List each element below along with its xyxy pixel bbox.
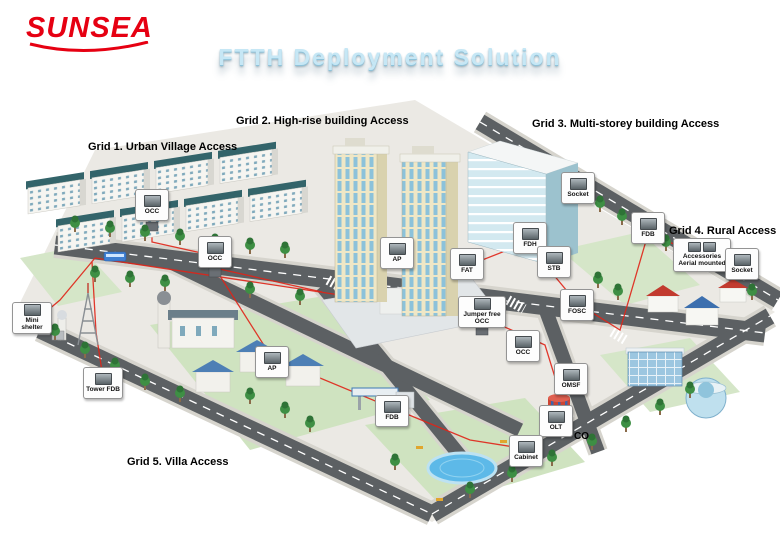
device-photo-icon xyxy=(143,194,161,207)
callout-socket-1: Socket xyxy=(561,172,595,204)
device-photo-icon xyxy=(206,241,224,254)
grid5-label: Grid 5. Villa Access xyxy=(127,456,229,468)
device-photo-icon xyxy=(568,294,586,307)
device-photo-icon xyxy=(458,253,476,266)
grid4-label: Grid 4. Rural Access xyxy=(669,225,777,237)
device-photo-icon xyxy=(473,298,491,311)
callout-accessories-aerial: Accessories Aerial mounted xyxy=(673,238,731,272)
callout-ap-1: AP xyxy=(255,346,289,378)
grid3-label: Grid 3. Multi-storey building Access xyxy=(532,118,720,130)
logo-swoosh-icon xyxy=(29,41,149,53)
callout-cabinet: Cabinet xyxy=(509,435,543,467)
high-rise-towers xyxy=(321,138,503,349)
device-photo-icon xyxy=(514,335,532,348)
device-photo-icon xyxy=(639,217,657,230)
telecom-tower xyxy=(77,283,99,346)
callout-stb: STB xyxy=(537,246,571,278)
office-buildings xyxy=(625,347,727,419)
callout-jumper-free-occ: Jumper free OCC xyxy=(458,296,506,328)
callout-occ-2: OCC xyxy=(198,236,232,268)
callout-fdb-1: FDB xyxy=(631,212,665,244)
callout-fat: FAT xyxy=(450,248,484,280)
co-label: CO xyxy=(574,431,589,442)
grid2-label: Grid 2. High-rise building Access xyxy=(236,115,409,127)
callout-olt: OLT xyxy=(539,405,573,437)
sunsea-logo-text: SUNSEA xyxy=(26,12,153,44)
device-photo-icon xyxy=(688,242,701,253)
device-photo-icon xyxy=(263,351,281,364)
callout-fdb-2: FDB xyxy=(375,395,409,427)
device-photo-icon xyxy=(733,253,751,266)
callout-omsf: OMSF xyxy=(554,363,588,395)
page-title: FTTH Deployment Solution xyxy=(218,44,562,70)
device-photo-icon xyxy=(545,251,563,264)
callout-socket-2: Socket xyxy=(725,248,759,280)
rural-houses xyxy=(646,279,748,326)
device-photo-icon xyxy=(547,410,565,423)
device-photo-icon xyxy=(703,242,716,253)
device-photo-icon xyxy=(521,227,539,240)
callout-occ-1: OCC xyxy=(135,189,169,221)
callout-occ-3: OCC xyxy=(506,330,540,362)
bus xyxy=(103,251,127,262)
callout-tower-fdb: Tower FDB xyxy=(83,367,123,399)
device-photo-icon xyxy=(23,304,41,317)
device-photo-icon xyxy=(562,368,580,381)
callout-ap-2: AP xyxy=(380,237,414,269)
park-pool xyxy=(416,440,507,501)
grid1-label: Grid 1. Urban Village Access xyxy=(88,141,238,153)
device-photo-icon xyxy=(94,372,112,385)
device-photo-icon xyxy=(569,177,587,190)
callout-fosc: FOSC xyxy=(560,289,594,321)
sunsea-logo: SUNSEA xyxy=(26,14,156,60)
device-photo-icon xyxy=(517,440,535,453)
callout-fdh: FDH xyxy=(513,222,547,254)
device-photo-icon xyxy=(388,242,406,255)
villa-buildings xyxy=(157,291,415,410)
callout-mini-shelter: Mini shelter xyxy=(12,302,52,334)
device-photo-icon xyxy=(383,400,401,413)
